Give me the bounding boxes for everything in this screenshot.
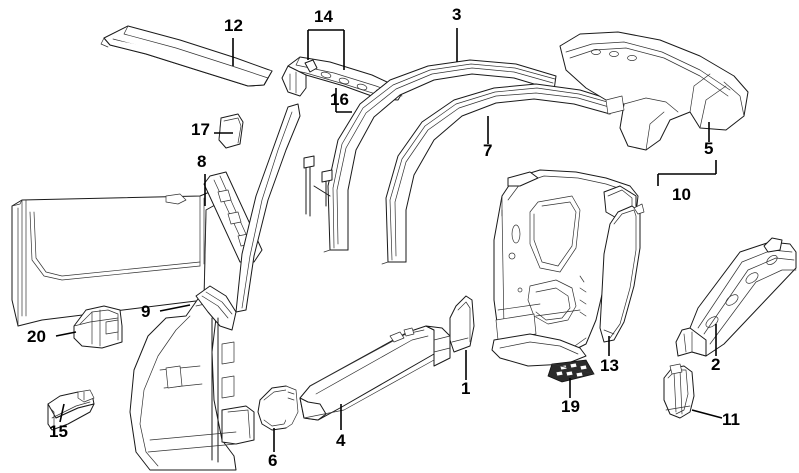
callout-1: 1 xyxy=(461,379,471,398)
callout-3: 3 xyxy=(452,5,462,24)
part-7-inner-roof-frame-rail xyxy=(381,83,613,265)
part-19-insulation-pad xyxy=(547,359,595,383)
callout-13: 13 xyxy=(600,356,619,375)
part-12-cowl-windscreen-frame xyxy=(100,25,273,87)
callout-7: 7 xyxy=(483,141,493,160)
leader-20 xyxy=(55,331,77,337)
callout-2: 2 xyxy=(711,355,721,374)
part-4-rocker-sill-panel xyxy=(299,325,451,421)
callout-5: 5 xyxy=(704,139,714,158)
part-hinge-pin-small xyxy=(303,155,333,217)
leader-14 xyxy=(307,29,345,70)
callout-4: 4 xyxy=(336,431,346,450)
part-16-roof-header-rail xyxy=(281,56,405,101)
callout-16: 16 xyxy=(330,90,349,109)
part-weatherstrip-curve xyxy=(235,103,301,313)
leader-15 xyxy=(59,403,65,423)
part-6-small-closing-cap xyxy=(257,385,299,431)
part-1-filler-wedge-panel xyxy=(449,295,475,353)
part-11-rear-corner-gusset xyxy=(663,363,695,419)
callout-12: 12 xyxy=(224,16,243,35)
callout-9: 9 xyxy=(141,302,151,321)
part-8-side-outer-skin-panel xyxy=(11,185,225,327)
part-2-rear-side-member-rail xyxy=(675,237,797,357)
leader-16 xyxy=(335,88,352,113)
callout-19: 19 xyxy=(561,397,580,416)
callout-15: 15 xyxy=(49,422,68,441)
part-17-a-pillar-cover-clip xyxy=(218,113,244,149)
callout-6: 6 xyxy=(268,451,278,470)
leader-lines xyxy=(55,28,723,452)
part-5-rear-quarter-bracket xyxy=(559,31,749,151)
part-13-wheelhouse-inner-liner xyxy=(599,203,645,343)
callout-17: 17 xyxy=(191,120,210,139)
part-20-mounting-block-bracket xyxy=(73,305,123,349)
callout-10: 10 xyxy=(672,185,691,204)
callout-8: 8 xyxy=(197,152,207,171)
part-15-front-lower-reinforcement xyxy=(47,389,95,431)
part-9-front-wheel-arch-pillar xyxy=(129,285,255,471)
leader-10 xyxy=(657,160,717,186)
callout-20: 20 xyxy=(27,327,46,346)
part-10-rear-quarter-assembly xyxy=(491,169,639,367)
callout-14: 14 xyxy=(314,7,333,26)
callout-11: 11 xyxy=(722,410,740,429)
leader-9 xyxy=(159,304,191,312)
leader-11 xyxy=(691,409,723,419)
